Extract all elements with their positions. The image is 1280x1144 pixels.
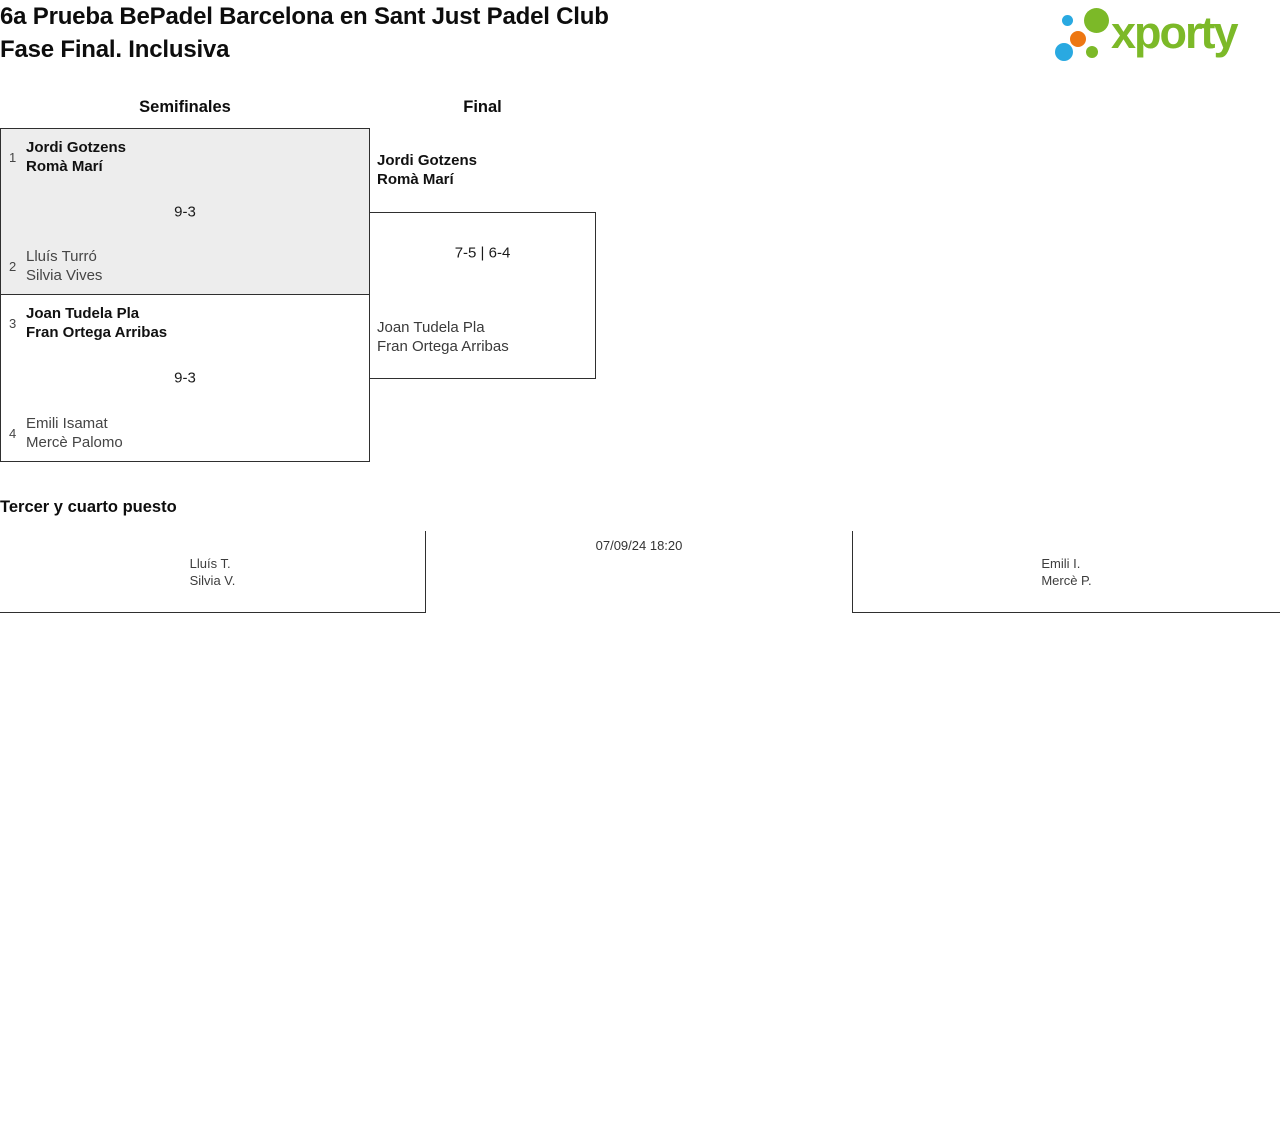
logo-dot-green-small-icon [1086,46,1098,58]
title-line-1: 6a Prueba BePadel Barcelona en Sant Just… [0,3,609,30]
seed-number: 2 [9,258,17,274]
player-name: Fran Ortega Arribas [26,324,168,341]
player-name: Joan Tudela Pla [26,305,140,322]
team-names: Jordi Gotzens Romà Marí [26,138,126,176]
logo-dot-orange-icon [1070,31,1086,47]
team-names: Lluís T. Silvia V. [190,555,236,589]
logo-dot-blue-small-icon [1062,15,1073,26]
player-name: Mercè Palomo [26,434,123,451]
logo-dot-blue-large-icon [1055,43,1073,61]
page-title: 6a Prueba BePadel Barcelona en Sant Just… [0,0,609,66]
third-place-team-right[interactable]: Emili I. Mercè P. [852,531,1280,613]
player-name: Silvia Vives [26,267,103,284]
player-name: Emili I. [1041,555,1081,571]
player-name: Fran Ortega Arribas [377,338,509,355]
team-names: Lluís Turró Silvia Vives [26,247,102,285]
semifinal-1-team-top: 1 Jordi Gotzens Romà Marí [9,138,361,176]
title-line-2: Fase Final. Inclusiva [0,36,230,63]
player-name: Jordi Gotzens [377,152,478,169]
player-name: Lluís Turró [26,248,97,265]
xporty-logo[interactable]: xporty [1048,0,1280,72]
seed-number: 4 [9,425,17,441]
third-place-datetime: 07/09/24 18:20 [595,538,683,553]
seed-number: 3 [9,315,17,331]
final-match-box [369,212,596,379]
seed-number: 1 [9,149,17,165]
third-place-team-left[interactable]: Lluís T. Silvia V. [0,531,426,613]
match-score: 7-5 | 6-4 [454,244,511,262]
semifinal-1-team-bottom: 2 Lluís Turró Silvia Vives [9,247,361,285]
round-header-semifinals: Semifinales [139,98,231,116]
third-place-heading: Tercer y cuarto puesto [0,498,177,516]
semifinal-2-team-bottom: 4 Emili Isamat Mercè Palomo [9,414,361,452]
match-score: 9-3 [174,203,196,220]
team-names: Emili Isamat Mercè Palomo [26,414,123,452]
match-semifinal-1[interactable]: 1 Jordi Gotzens Romà Marí 9-3 2 Lluís Tu… [0,128,370,295]
semifinal-2-team-top: 3 Joan Tudela Pla Fran Ortega Arribas [9,304,361,342]
player-name: Romà Marí [377,171,454,188]
logo-wordmark: xporty [1111,7,1239,58]
final-team-bottom: Joan Tudela Pla Fran Ortega Arribas [377,318,509,356]
team-names: Emili I. Mercè P. [1041,555,1091,589]
player-name: Romà Marí [26,158,103,175]
player-name: Emili Isamat [26,415,108,432]
round-header-final: Final [463,98,502,116]
player-name: Lluís T. [189,555,231,571]
final-team-top: Jordi Gotzens Romà Marí [377,151,477,189]
match-semifinal-2[interactable]: 3 Joan Tudela Pla Fran Ortega Arribas 9-… [0,294,370,462]
team-names: Joan Tudela Pla Fran Ortega Arribas [26,304,167,342]
player-name: Silvia V. [189,572,236,588]
player-name: Jordi Gotzens [26,139,127,156]
match-final[interactable]: Jordi Gotzens Romà Marí 7-5 | 6-4 Joan T… [369,128,596,462]
player-name: Joan Tudela Pla [377,319,485,336]
match-score: 9-3 [174,369,196,387]
player-name: Mercè P. [1041,572,1092,588]
logo-dot-green-large-icon [1084,8,1109,33]
